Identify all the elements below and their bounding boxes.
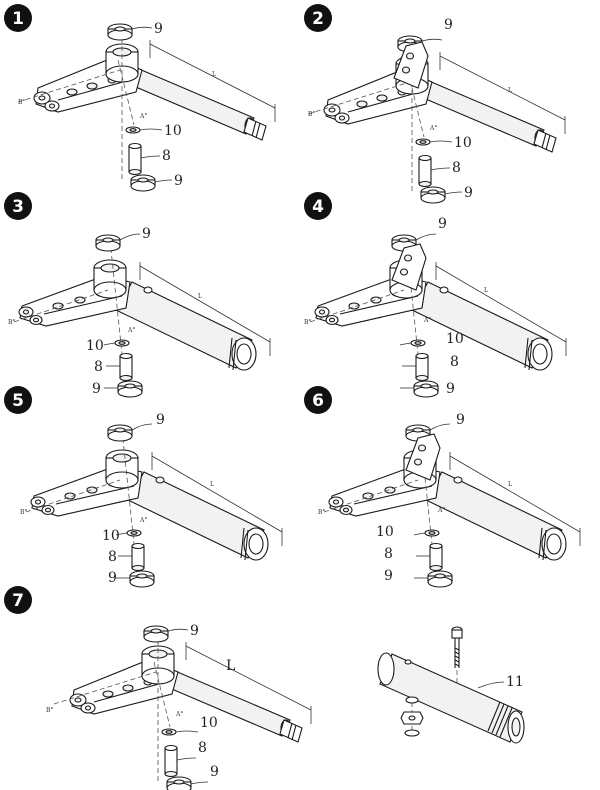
- part-label-8: 8: [450, 354, 459, 370]
- step-badge-2: 2: [304, 4, 332, 32]
- assembly-3: B° A° L 9 10 8 9: [8, 226, 271, 398]
- angle-label: A°: [437, 507, 445, 514]
- part-label-8: 8: [452, 160, 461, 176]
- length-label: L: [484, 287, 488, 294]
- svg-text:6: 6: [312, 391, 324, 411]
- angle-label: B°: [46, 707, 53, 714]
- step-badge-1: 1: [4, 4, 32, 32]
- part-label-10: 10: [86, 338, 104, 354]
- part-label-10: 10: [200, 715, 218, 731]
- angle-label: B°: [20, 509, 27, 516]
- part-label-9: 9: [384, 568, 393, 584]
- part-label-9: 9: [210, 764, 219, 780]
- svg-text:1: 1: [12, 9, 24, 29]
- part-label-10: 10: [164, 123, 182, 139]
- part-label-9: 9: [92, 381, 101, 397]
- step-badge-6: 6: [304, 386, 332, 414]
- angle-label: A°: [139, 113, 147, 120]
- part-label-9: 9: [156, 412, 165, 428]
- part-label-9: 9: [142, 226, 151, 242]
- part-label-9: 9: [446, 381, 455, 397]
- part-label-10: 10: [446, 331, 464, 347]
- angle-label: A°: [429, 125, 437, 132]
- assembly-2: B° A° L 9 10 8 9: [307, 17, 566, 204]
- part-label-11: 11: [506, 674, 524, 690]
- angle-label: A°: [127, 327, 135, 334]
- part-label-8: 8: [162, 148, 171, 164]
- part-label-8: 8: [198, 740, 207, 756]
- length-label: L: [198, 293, 202, 300]
- length-label: L: [508, 87, 512, 94]
- step-badge-7: 7: [4, 586, 32, 614]
- length-label: L: [508, 481, 512, 488]
- part-label-10: 10: [376, 524, 394, 540]
- svg-text:2: 2: [312, 9, 324, 29]
- angle-label: B°: [18, 99, 25, 106]
- svg-text:3: 3: [12, 197, 24, 217]
- part-label-8: 8: [384, 546, 393, 562]
- part-label-8: 8: [108, 549, 117, 565]
- length-label: L: [210, 481, 214, 488]
- part-label-9: 9: [190, 623, 199, 639]
- assembly-1: B° A° L 9 10 8 9: [17, 21, 276, 192]
- part-label-10: 10: [102, 528, 120, 544]
- svg-text:7: 7: [12, 591, 24, 611]
- part-label-9: 9: [444, 17, 453, 33]
- step-badge-3: 3: [4, 192, 32, 220]
- assembly-4: B° A° L 9 10 8 9: [304, 216, 567, 398]
- svg-text:5: 5: [12, 391, 24, 411]
- length-label: L: [226, 658, 235, 674]
- part-label-9: 9: [108, 570, 117, 586]
- part-label-8: 8: [94, 359, 103, 375]
- part-label-9: 9: [154, 21, 163, 37]
- axle-tube-11: 11: [377, 626, 525, 744]
- angle-label: B°: [304, 319, 311, 326]
- part-label-10: 10: [454, 135, 472, 151]
- svg-text:4: 4: [312, 197, 324, 217]
- part-label-9: 9: [464, 185, 473, 201]
- step-badge-5: 5: [4, 386, 32, 414]
- angle-label: B°: [8, 319, 15, 326]
- step-badge-4: 4: [304, 192, 332, 220]
- length-label: L: [212, 71, 216, 78]
- assembly-6: B° A° L 9 10 8 9: [318, 412, 581, 588]
- angle-label: B°: [318, 509, 325, 516]
- assembly-7: B° A° L 9 10 8 9: [46, 623, 312, 790]
- angle-label: A°: [423, 317, 431, 324]
- angle-label: A°: [139, 517, 147, 524]
- part-label-9: 9: [438, 216, 447, 232]
- part-label-9: 9: [456, 412, 465, 428]
- part-label-9: 9: [174, 173, 183, 189]
- assembly-5: B° A° L 9 10 8 9: [20, 412, 283, 588]
- angle-label: A°: [175, 711, 183, 718]
- angle-label: B°: [308, 111, 315, 118]
